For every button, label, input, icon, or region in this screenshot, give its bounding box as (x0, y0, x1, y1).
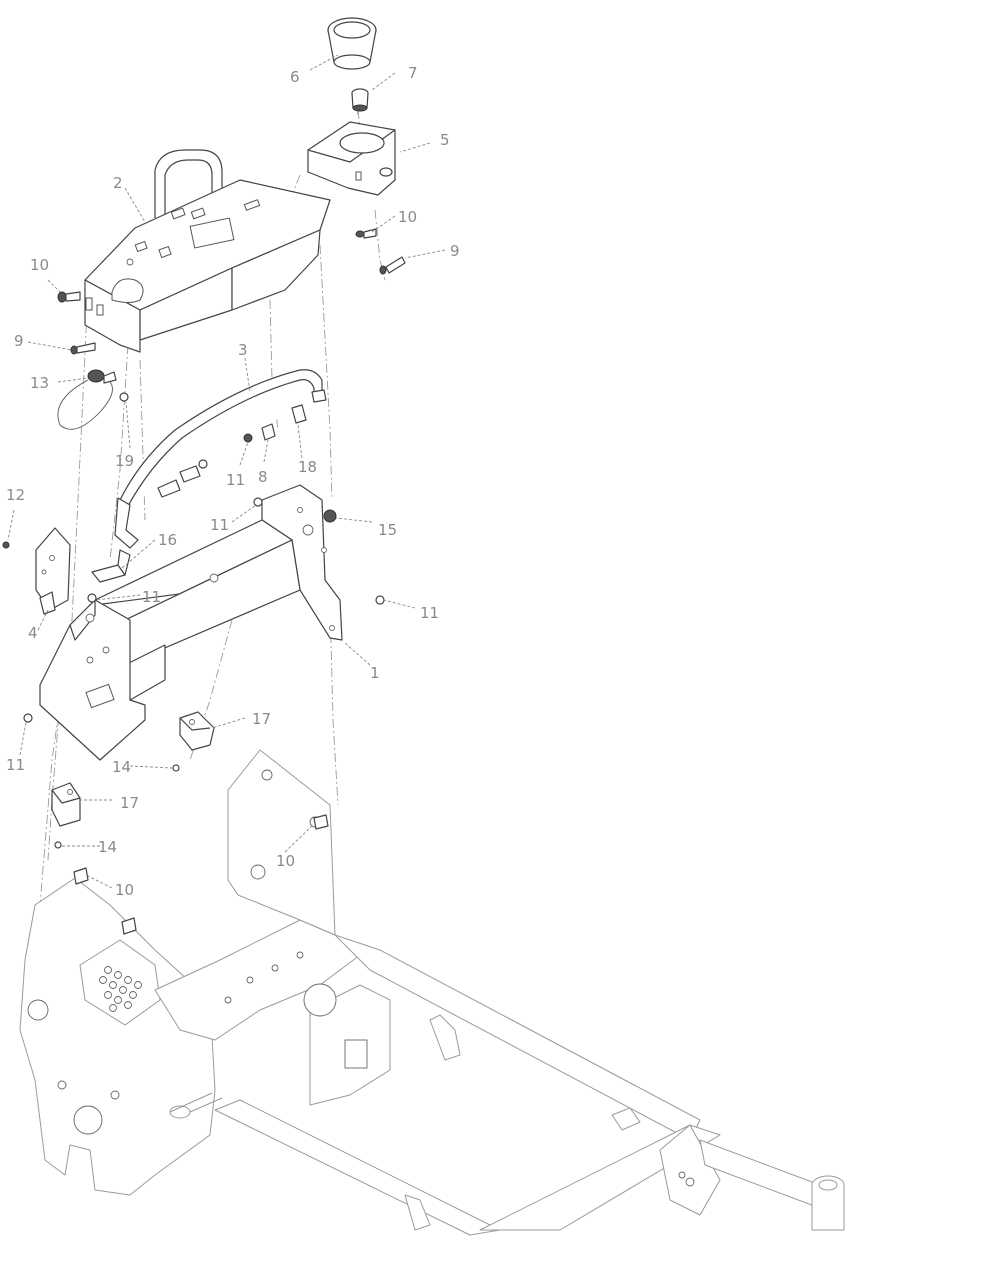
nut-11-a (243, 433, 253, 443)
part-6-cup-holder (327, 17, 377, 70)
part-7-knob (351, 88, 369, 112)
frame-rear-gusset (659, 1124, 721, 1216)
callout-14-lower: 14 (98, 838, 117, 856)
frame-slot (344, 1039, 368, 1069)
callout-10-lower: 10 (115, 881, 134, 899)
step-plate-holes (99, 966, 142, 1012)
frame-hole (678, 1171, 686, 1179)
callout-labels: 6 7 5 2 10 9 10 9 13 3 19 11 8 18 12 11 … (6, 64, 460, 899)
frame-tube-edge (189, 1097, 223, 1113)
nut-14-b (54, 841, 62, 849)
frame-caster-tube (811, 1185, 845, 1231)
bolt-10-right (355, 230, 365, 238)
callout-10-left: 10 (30, 256, 49, 274)
part-4-side-bracket (35, 527, 71, 615)
callout-17-lower: 17 (120, 794, 139, 812)
frame-left-side-plate (19, 877, 216, 1196)
screw-12 (2, 541, 10, 549)
callout-11-e: 11 (6, 756, 25, 774)
frame-hole (57, 1080, 67, 1090)
callout-10-frame: 10 (276, 852, 295, 870)
leader-lines (7, 54, 446, 889)
callout-16: 16 (158, 531, 177, 549)
frame-hole (303, 983, 337, 1017)
callout-11-c: 11 (142, 588, 161, 606)
bolt-10-lower (73, 867, 89, 885)
part-3-cable (114, 369, 327, 549)
part-17-bracket-lower (51, 782, 81, 827)
nut-11-d (375, 595, 385, 605)
callout-14-upper: 14 (112, 758, 131, 776)
frame-hole (271, 964, 279, 972)
frame-hole (250, 864, 266, 880)
part-16-bracket (91, 549, 131, 583)
part-17-bracket-upper (179, 711, 215, 751)
fasteners-lower (2, 497, 385, 935)
frame-step-plate (79, 939, 161, 1026)
callout-12: 12 (6, 486, 25, 504)
frame-tube-edge (169, 1092, 213, 1113)
callout-13: 13 (30, 374, 49, 392)
nut-11-e (23, 713, 33, 723)
fasteners-upper (57, 228, 406, 498)
bolt-cable-b (179, 465, 201, 483)
callout-18: 18 (298, 458, 317, 476)
frame-hole (224, 996, 232, 1004)
bolt-cable-a (157, 479, 181, 498)
bolt-lower-b (121, 917, 137, 935)
frame-hole (685, 1177, 695, 1187)
bolt-9-left (70, 345, 78, 355)
bolt-10-left (57, 291, 67, 303)
nut-11-b (87, 593, 97, 603)
callout-1: 1 (370, 664, 380, 682)
callout-10-right: 10 (398, 208, 417, 226)
bolt-9-right (379, 265, 387, 275)
callout-3: 3 (238, 341, 248, 359)
lower-left-panel (39, 599, 146, 761)
callout-19: 19 (115, 452, 134, 470)
frame-hole (261, 769, 273, 781)
washer-15 (323, 509, 337, 523)
nut-cable (198, 459, 208, 469)
bolt-8 (261, 423, 276, 441)
callout-15: 15 (378, 521, 397, 539)
nut-11-c (253, 497, 263, 507)
spacer-18 (291, 404, 307, 424)
callout-17-upper: 17 (252, 710, 271, 728)
callout-6: 6 (290, 68, 300, 86)
callout-8: 8 (258, 468, 268, 486)
frame-center-plate (154, 919, 361, 1041)
part-1-mount-bracket (94, 484, 343, 701)
callout-9-right: 9 (450, 242, 460, 260)
callout-7: 7 (408, 64, 418, 82)
frame-hole (73, 1105, 103, 1135)
frame-tab (404, 1194, 431, 1231)
frame-hole (246, 976, 254, 984)
callout-11-d: 11 (420, 604, 439, 622)
frame-caster-bore (818, 1179, 838, 1191)
callout-11-b: 11 (210, 516, 229, 534)
frame-rail-left (214, 1099, 501, 1236)
frame-tab (611, 1107, 641, 1131)
part-2-upper-console (84, 149, 331, 353)
callout-5: 5 (440, 131, 450, 149)
nut-14-a (172, 764, 180, 772)
callout-2: 2 (113, 174, 123, 192)
frame-hole (110, 1090, 120, 1100)
callout-4: 4 (28, 624, 38, 642)
part-5-console-cover (307, 121, 396, 196)
frame-rear-arm (699, 1139, 826, 1211)
frame-hole (296, 951, 304, 959)
frame-hole (27, 999, 49, 1021)
chassis-frame (19, 749, 845, 1236)
bolt-10-frame (313, 814, 329, 830)
callout-9-left: 9 (14, 332, 24, 350)
part-19-clip (119, 392, 129, 402)
part-13-switch (57, 369, 117, 430)
frame-rear-upright (227, 749, 336, 936)
callout-11-a: 11 (226, 471, 245, 489)
frame-tab (429, 1014, 461, 1061)
